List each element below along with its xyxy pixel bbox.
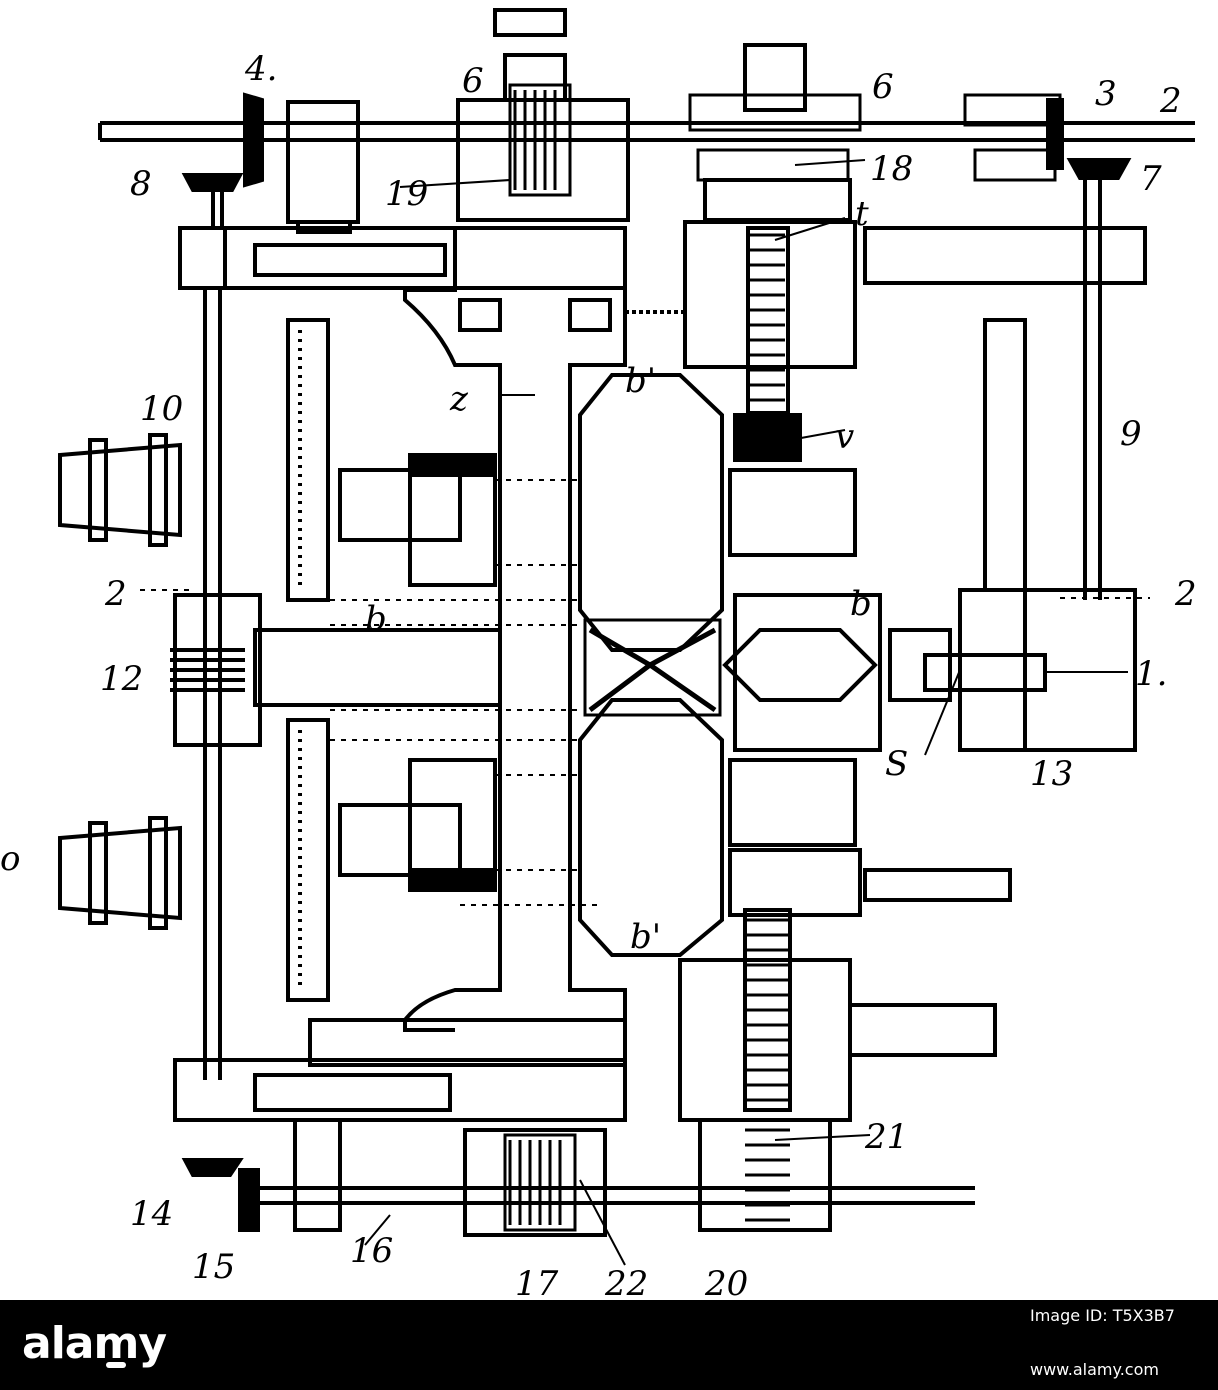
central-column [403, 228, 685, 1032]
label-7: 7 [1140, 159, 1162, 199]
label-b-upper: b' [625, 361, 656, 401]
crosshead [170, 593, 502, 747]
projection-lines [140, 479, 1150, 906]
label-3: 3 [1095, 74, 1117, 114]
label-s: S [885, 744, 908, 784]
left-rods [203, 290, 330, 1080]
top-screw-block [683, 220, 1012, 917]
label-6b: 6 [872, 67, 894, 107]
label-22: 22 [604, 1264, 648, 1300]
label-14: 14 [130, 1194, 173, 1234]
image-id: Image ID: T5X3B7 [1030, 1306, 1175, 1325]
label-2c: 2 [1174, 574, 1197, 614]
label-o: o [0, 839, 20, 879]
label-b-right: b [850, 584, 872, 624]
label-b-lower: b' [630, 917, 661, 957]
wedge-block [722, 588, 1137, 752]
label-20: 20 [704, 1264, 748, 1300]
frame-bottom-bar [173, 1018, 627, 1122]
bottom-shaft [240, 1186, 975, 1205]
leader-lines [364, 159, 1128, 1266]
label-12: 12 [100, 659, 143, 699]
mechanism-diagram: 4. 8 6 19 6 18 3 2 7 t 10 z b' v 9 2 b b… [0, 8, 1197, 1304]
label-18: 18 [870, 149, 913, 189]
label-21: 21 [864, 1117, 908, 1157]
label-2b: 2 [104, 574, 127, 614]
stock-footer: alamy Image ID: T5X3B7 www.alamy.com [0, 1300, 1218, 1390]
label-16: 16 [350, 1231, 393, 1271]
right-rods [983, 180, 1102, 600]
label-2a: 2 [1159, 81, 1182, 121]
label-t: t [855, 194, 869, 234]
bottom-gears [181, 1118, 832, 1237]
frame-top-bar [178, 226, 1147, 290]
label-6a: 6 [462, 61, 484, 101]
top-shaft [98, 121, 1195, 142]
label-19: 19 [385, 174, 428, 214]
label-9: 9 [1120, 414, 1142, 454]
left-cylinders [58, 433, 497, 930]
label-15: 15 [192, 1247, 235, 1287]
bottom-screw-block [678, 908, 997, 1122]
label-b-left: b [365, 599, 387, 639]
label-13: 13 [1030, 754, 1073, 794]
alamy-logo: alamy [22, 1318, 167, 1369]
brand-name: alamy [22, 1318, 167, 1369]
bevel-gear-top-left [181, 92, 264, 230]
label-z: z [449, 379, 469, 419]
logo-swoosh-icon [106, 1362, 126, 1368]
label-v: v [835, 417, 854, 457]
site-url: www.alamy.com [1030, 1360, 1159, 1379]
label-17: 17 [515, 1264, 559, 1300]
label-10: 10 [140, 389, 183, 429]
label-1: 1. [1135, 654, 1167, 694]
figure-labels: 4. 8 6 19 6 18 3 2 7 t 10 z b' v 9 2 b b… [0, 49, 1197, 1304]
octagon-blocks [578, 373, 724, 957]
patent-drawing: 4. 8 6 19 6 18 3 2 7 t 10 z b' v 9 2 b b… [0, 8, 1197, 1304]
label-8: 8 [130, 164, 152, 204]
label-4: 4. [244, 49, 277, 89]
